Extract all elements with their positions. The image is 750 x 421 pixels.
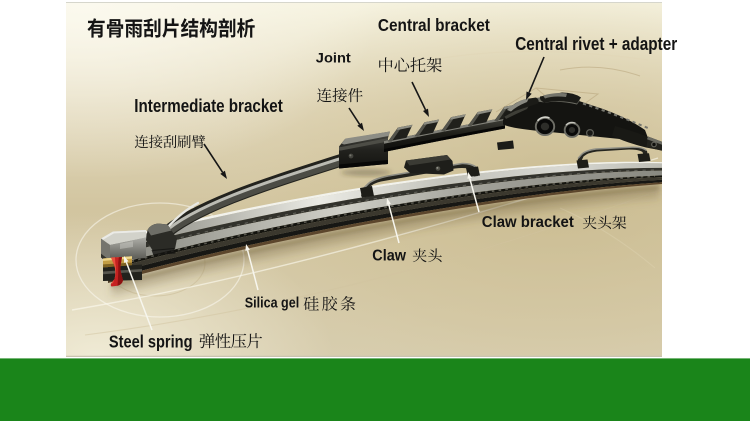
svg-text:Claw: Claw: [372, 248, 407, 265]
svg-text:Central rivet + adapter: Central rivet + adapter: [515, 34, 677, 54]
svg-text:Silica gel: Silica gel: [245, 294, 299, 311]
svg-text:Central bracket: Central bracket: [378, 15, 490, 35]
svg-text:Joint: Joint: [316, 50, 351, 66]
svg-text:Intermediate bracket: Intermediate bracket: [134, 96, 282, 116]
svg-text:Claw bracket: Claw bracket: [482, 214, 575, 231]
svg-text:Steel spring: Steel spring: [109, 331, 193, 351]
